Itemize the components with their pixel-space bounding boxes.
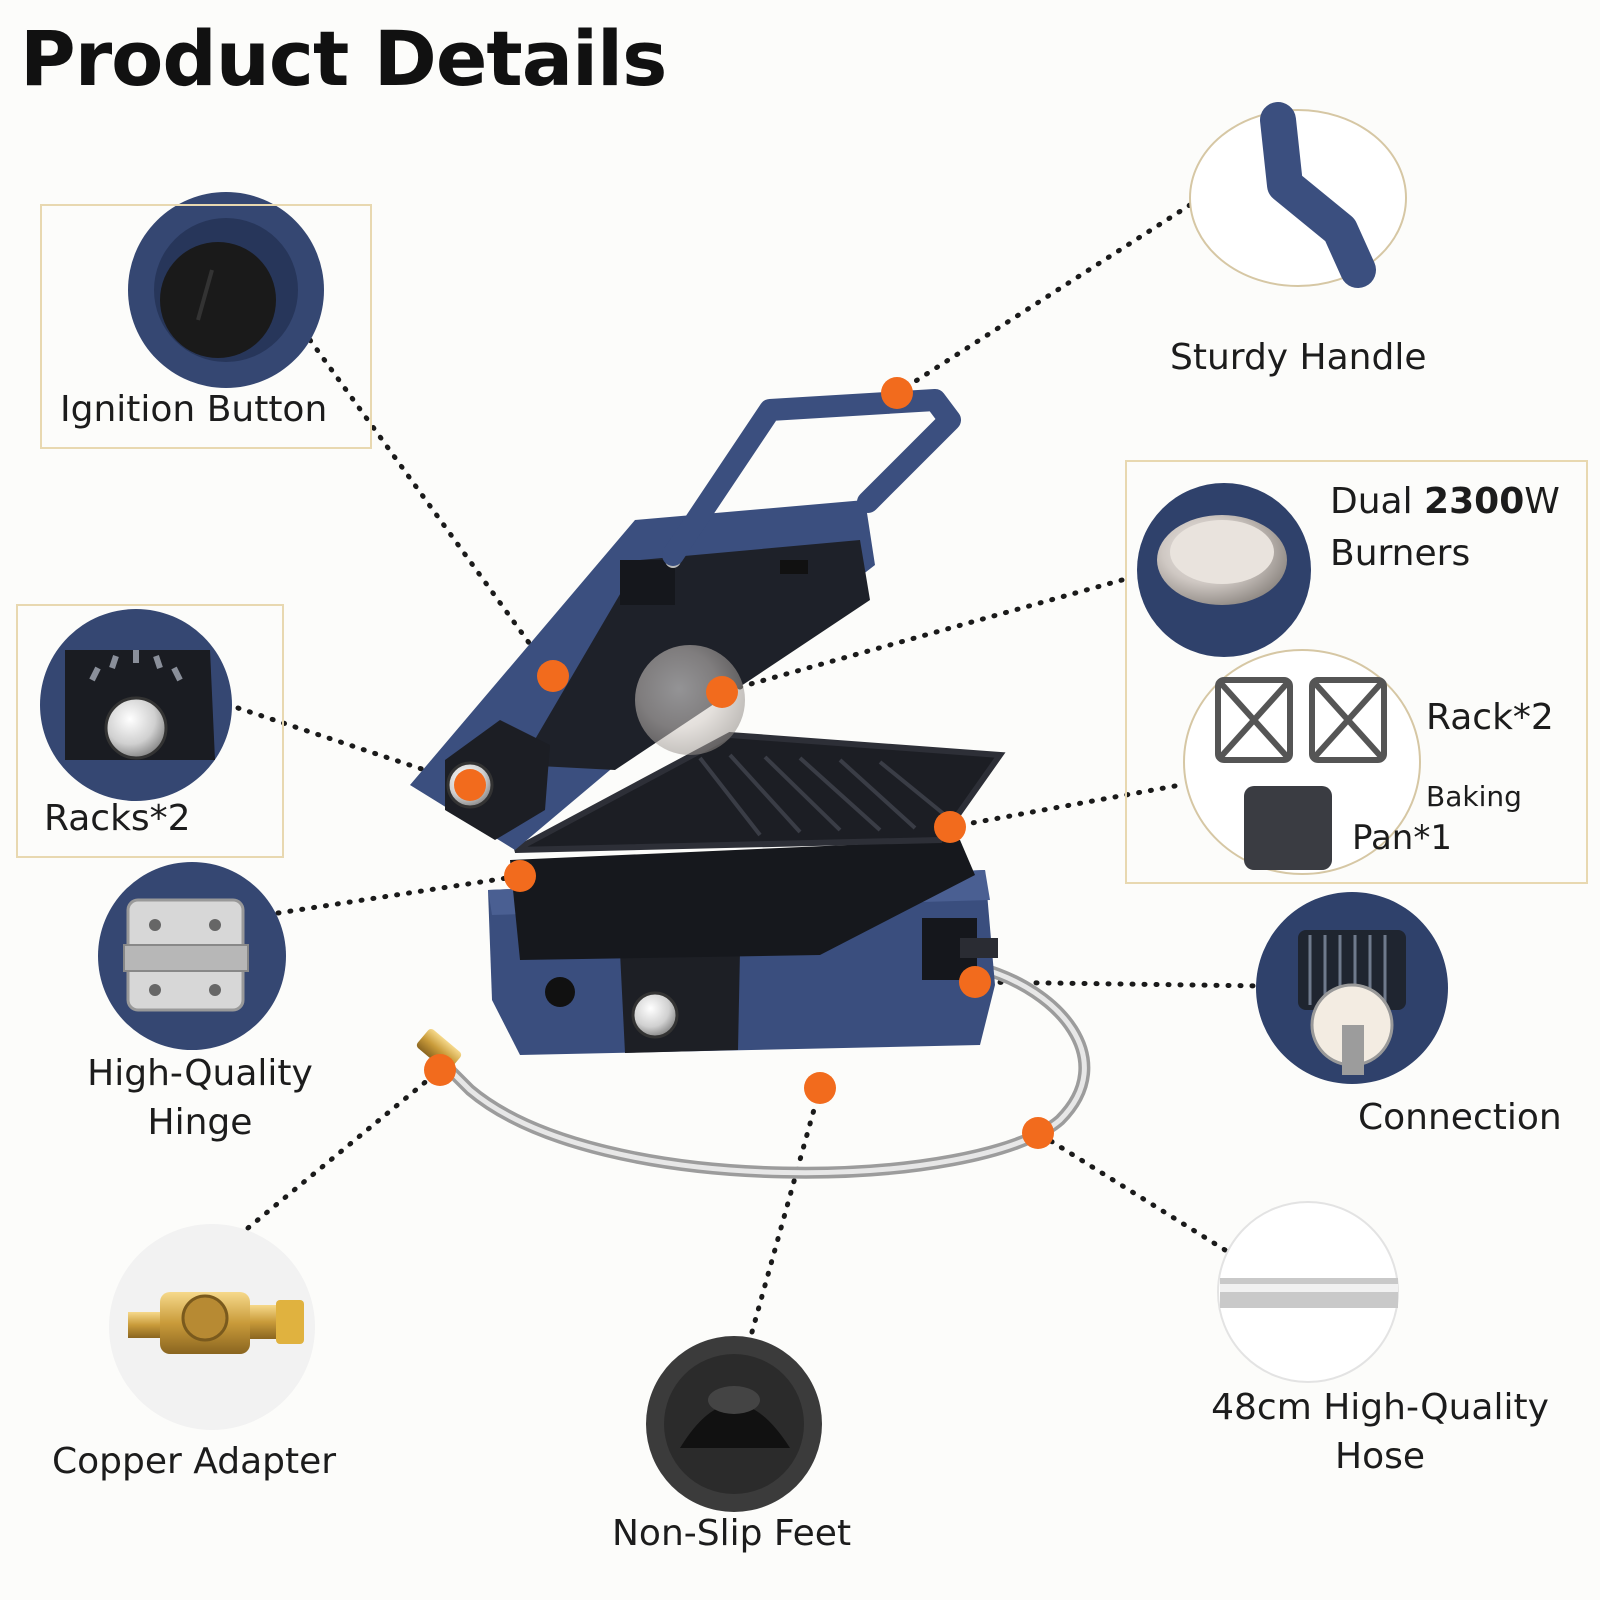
pan-label: Pan*1 [1352,818,1452,858]
copper-adapter-detail [109,1224,315,1430]
ignition-button-label: Ignition Button [60,389,328,430]
hinge-label-line2: Hinge [147,1101,253,1143]
burners-rack-pan-frame [1125,460,1588,884]
racks-control-detail [40,609,232,801]
marker-hose [1022,1117,1054,1149]
marker-rack-right [934,811,966,843]
page-title: Product Details [20,14,667,103]
burners-wattage: 2300 [1424,481,1525,522]
non-slip-feet-detail [646,1336,822,1512]
baking-label: Baking [1426,780,1522,813]
connection-detail [1256,892,1448,1084]
hinge-label: High-Quality Hinge [50,1050,350,1147]
marker-handle [881,377,913,409]
marker-connection [959,966,991,998]
leader-burners [719,577,1125,695]
burners-label: Dual 2300W [1330,478,1560,527]
copper-adapter-label: Copper Adapter [52,1441,337,1482]
marker-copper [424,1054,456,1086]
hose-label: 48cm High-Quality Hose [1180,1384,1580,1481]
hinge-detail [98,862,286,1050]
leader-rack-right [947,783,1178,830]
leader-hinge [275,873,523,916]
marker-burner [706,676,738,708]
grill-product-illustration [410,389,1006,1055]
leader-feet [749,1085,823,1335]
leader-handle [894,202,1193,396]
marker-ignition [537,660,569,692]
marker-racks [454,769,486,801]
hose-label-line2: Hose [1335,1435,1425,1477]
burners-label-line2: Burners [1330,533,1471,574]
connection-label: Connection [1358,1097,1562,1138]
marker-hinge [504,860,536,892]
racks-left-label: Racks*2 [44,798,191,839]
leader-copper [245,1067,443,1231]
marker-feet [804,1072,836,1104]
hose-detail [1217,1201,1399,1383]
hose-label-line1: 48cm High-Quality [1211,1387,1549,1428]
callout-markers [424,377,1054,1149]
ignition-button-frame [40,204,372,449]
burner-detail [1137,483,1311,657]
rack-pan-detail [1183,649,1421,875]
burners-prefix: Dual [1330,481,1425,522]
sturdy-handle-label: Sturdy Handle [1170,337,1427,378]
racks-frame [16,604,284,858]
burners-unit: W [1524,481,1560,522]
sturdy-handle-detail [1189,102,1407,288]
ignition-button-detail [128,192,324,388]
rack-right-label: Rack*2 [1426,697,1554,738]
leader-hose [1035,1130,1228,1253]
non-slip-feet-label: Non-Slip Feet [612,1513,852,1554]
leader-ignition [307,337,556,679]
hinge-label-line1: High-Quality [87,1053,313,1094]
